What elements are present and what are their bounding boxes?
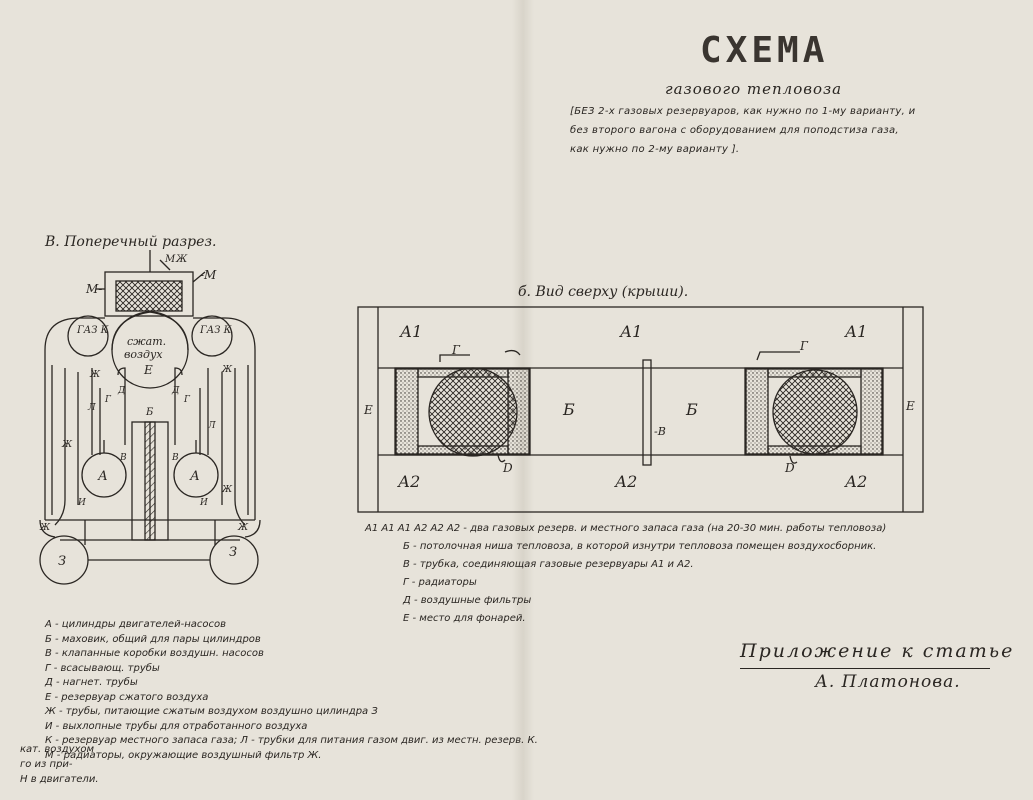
cs-label-zh-r1: Ж <box>221 365 233 375</box>
header-note-line: [БЕЗ 2-х газовых резервуаров, как нужно … <box>570 106 916 117</box>
cs-label-g-left: Г <box>104 395 112 405</box>
tv-label-d-right: D <box>784 461 795 475</box>
cs-label-gaz-right: ГАЗ К <box>199 325 232 336</box>
legend-item: В - клапанные коробки воздушн. насосов <box>45 648 264 659</box>
header-note-line: как нужно по 2-му варианту ]. <box>570 144 740 155</box>
cross-section-legend: А - цилиндры двигателей-насосов Б - махо… <box>45 618 538 763</box>
legend-item: К - резервуар местного запаса газа; Л - … <box>45 735 538 746</box>
cs-label-air-1: сжат. <box>127 335 166 348</box>
cs-label-zh-r2: Ж <box>221 485 233 495</box>
cs-label-m-top: М <box>164 254 176 265</box>
cs-label-air-2: воздух <box>124 348 163 361</box>
cs-label-z-right: З <box>229 545 237 560</box>
tv-label-a2-mid: А2 <box>614 472 637 491</box>
cs-label-m-right: -М <box>200 268 217 282</box>
legend-item: А1 А1 А1 А2 А2 А2 - два газовых резерв. … <box>365 523 887 534</box>
radiator-box <box>104 271 194 317</box>
tv-label-e-right: Е <box>905 399 915 413</box>
cs-label-l-left: Л <box>87 403 96 413</box>
cs-label-d-left: Д <box>117 386 126 396</box>
page-subtitle: газового тепловоза <box>665 80 843 98</box>
margin-notes: кат. воздухом го из при- Н в двигатели. <box>20 742 99 787</box>
legend-item: Е - резервуар сжатого воздуха <box>45 691 209 703</box>
cs-label-zh-l2: Ж <box>61 440 73 450</box>
roof-outline <box>357 306 924 513</box>
radiator-right <box>744 367 884 456</box>
legend-item: Е - место для фонарей. <box>403 613 526 624</box>
signature-underline <box>740 668 990 670</box>
tv-label-a1-left: А1 <box>399 322 422 341</box>
tv-label-v: -В <box>654 425 666 438</box>
gas-tank-right <box>191 315 233 357</box>
cs-label-zh-l1: Ж <box>89 370 101 380</box>
cross-section-drawing <box>39 250 261 585</box>
cs-label-a-right: А <box>189 469 200 484</box>
tv-label-b-right: Б <box>685 400 698 419</box>
air-filter-left <box>428 367 518 457</box>
gas-tank-left <box>67 315 109 357</box>
legend-item: Г - радиаторы <box>403 577 477 588</box>
top-view-legend: А1 А1 А1 А2 А2 А2 - два газовых резерв. … <box>365 520 886 628</box>
legend-item: Д - воздушные фильтры <box>403 595 532 606</box>
top-view-title: б. Вид сверху (крыши). <box>518 284 689 300</box>
tv-label-a2-left: А2 <box>397 472 420 491</box>
cs-label-g-right: Г <box>183 395 191 405</box>
cs-label-v-left: В <box>119 453 127 463</box>
signature-line-1: Приложение к статье <box>740 640 1015 662</box>
cs-label-d-right: Д <box>171 386 180 396</box>
cs-label-m-left: М- <box>85 282 102 296</box>
cs-label-a-left: А <box>97 469 108 484</box>
tv-label-a1-right: А1 <box>844 322 867 341</box>
air-cylinder-right <box>209 535 259 585</box>
cross-section-title: В. Поперечный разрез. <box>45 234 217 250</box>
page-title: СХЕМА <box>700 30 829 71</box>
air-filter <box>115 280 183 312</box>
cs-label-zh-br: Ж <box>237 523 249 533</box>
legend-item: И - выхлопные трубы для отработанного во… <box>45 720 308 732</box>
legend-item: В - трубка, соединяющая газовые резервуа… <box>403 559 694 570</box>
cs-label-zh-top: Ж <box>175 254 188 265</box>
top-view-drawing <box>357 306 924 513</box>
header-note: [БЕЗ 2-х газовых резервуаров, как нужно … <box>570 102 990 159</box>
legend-item: Г - всасывающ. трубы <box>45 662 160 674</box>
cs-label-zh-bl: Ж <box>39 523 51 533</box>
margin-note: Н в двигатели. <box>20 774 99 785</box>
cs-label-b: Б <box>145 407 154 418</box>
legend-item: Б - потолочная ниша тепловоза, в которой… <box>403 541 877 552</box>
legend-item: А - цилиндры двигателей-насосов <box>45 619 226 630</box>
margin-note: кат. воздухом <box>20 744 95 755</box>
cs-label-i-right: И <box>199 498 208 508</box>
cs-label-gaz-left: ГАЗ К <box>76 325 109 336</box>
cs-label-air-e: Е <box>143 363 153 377</box>
cs-label-z-left: З <box>58 554 66 569</box>
cs-label-l-right: Л <box>207 421 216 431</box>
legend-item: Д - нагнет. трубы <box>45 677 138 688</box>
legend-item: Ж - трубы, питающие сжатым воздухом возд… <box>45 706 378 717</box>
legend-item: Б - маховик, общий для пары цилиндров <box>45 633 261 645</box>
legend-item: М - радиаторы, окружающие воздушный филь… <box>45 749 322 761</box>
tv-label-b-left: Б <box>562 400 575 419</box>
tv-label-a1-mid: А1 <box>619 322 642 341</box>
cs-label-v-right: В <box>171 453 179 463</box>
tv-label-g-right: Г <box>799 339 809 353</box>
tv-label-e-left: Е <box>363 403 373 417</box>
margin-note: го из при- <box>20 759 73 770</box>
header-note-line: без второго вагона с оборудованием для п… <box>570 125 899 136</box>
air-filter-right <box>772 369 858 455</box>
tv-label-g-left: Г <box>451 343 461 357</box>
cs-label-i-left: И <box>77 498 86 508</box>
tv-label-a2-right: А2 <box>844 472 867 491</box>
tv-label-d-left: D <box>502 461 513 475</box>
signature-line-2: А. Платонова. <box>815 672 961 692</box>
